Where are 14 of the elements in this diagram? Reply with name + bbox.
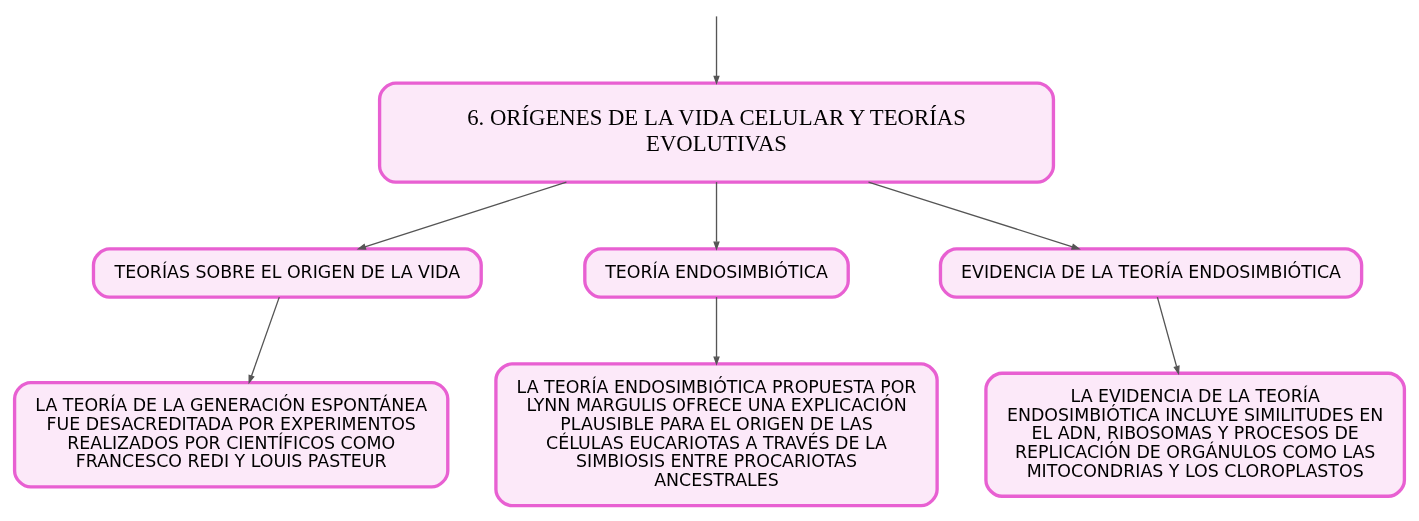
arrow	[1156, 296, 1180, 376]
node-box: TEORÍAS SOBRE EL ORIGEN DE LA VIDA	[91, 247, 483, 299]
arrow	[713, 15, 720, 86]
arrow	[356, 181, 568, 250]
node-box: LA TEORÍA ENDOSIMBIÓTICA PROPUESTA POR LYNN MARGULIS OFRECE UNA EXPLICACIÓN PLAUSIBLE PARA EL ORIGEN DE LAS CÉLULAS EUCARIOTAS A TRAVÉS DE LA SIMBIOSIS ENTRE PROCARIOTAS ANCESTRALES	[494, 362, 939, 508]
node-box: TEORÍA ENDOSIMBIÓTICA	[583, 247, 850, 299]
arrow	[248, 296, 280, 385]
arrow	[713, 296, 720, 366]
node-box: EVIDENCIA DE LA TEORÍA ENDOSIMBIÓTICA	[938, 247, 1364, 299]
arrow	[867, 181, 1081, 250]
node-box: LA EVIDENCIA DE LA TEORÍA ENDOSIMBIÓTICA INCLUYE SIMILITUDES EN EL ADN, RIBOSOMAS Y PROCESOS DE REPLICACIÓN DE ORGÁNULOS COMO LAS MITOCONDRIAS Y LOS CLOROPLASTOS	[984, 371, 1407, 498]
arrow	[713, 181, 720, 251]
node-box: LA TEORÍA DE LA GENERACIÓN ESPONTÁNEA FUE DESACREDITADA POR EXPERIMENTOS REALIZADOS POR CIENTÍFICOS COMO FRANCESCO REDI Y LOUIS PASTEUR	[12, 380, 450, 489]
node-box: 6. ORÍGENES DE LA VIDA CELULAR Y TEORÍAS EVOLUTIVAS	[377, 81, 1056, 184]
